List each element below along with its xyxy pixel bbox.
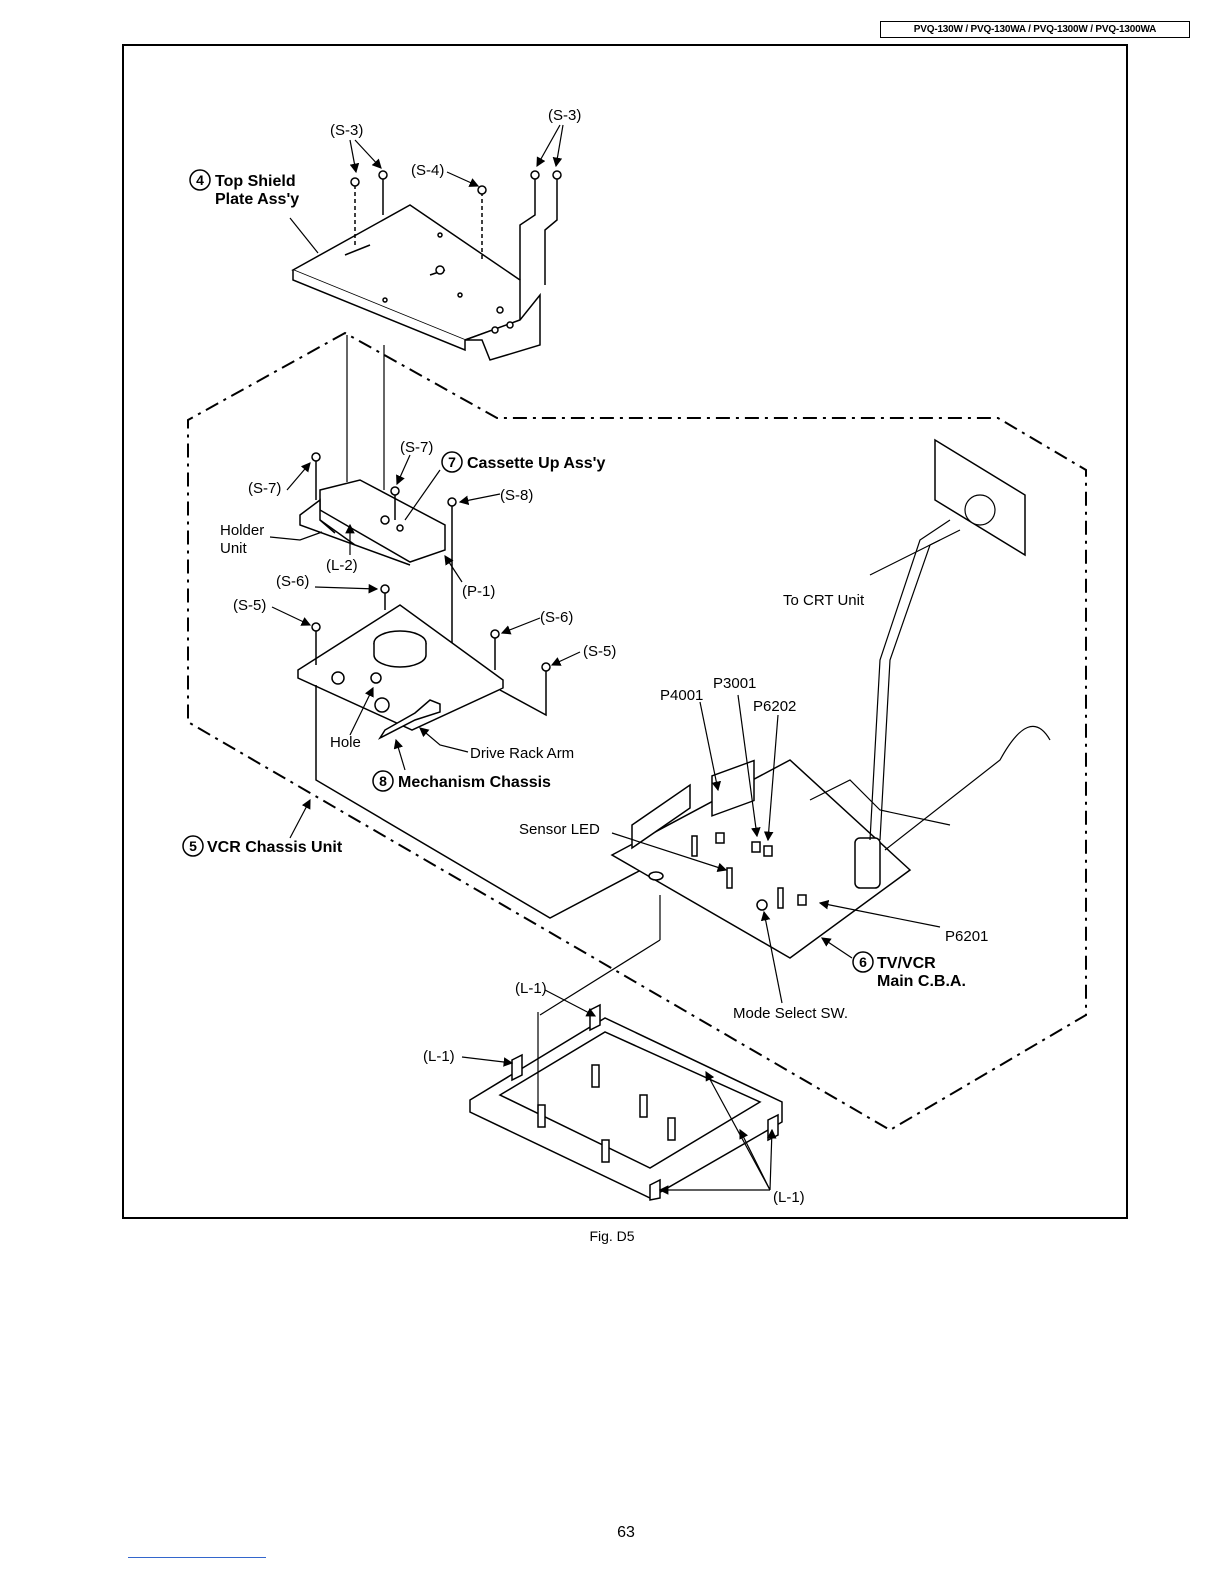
main-cba-board bbox=[610, 759, 912, 959]
label-mode-select-sw: Mode Select SW. bbox=[733, 1005, 848, 1022]
label-s4: (S-4) bbox=[411, 162, 444, 179]
label-s7-top: (S-7) bbox=[400, 439, 433, 456]
page-number: 63 bbox=[617, 1524, 635, 1541]
svg-text:Cassette Up Ass'y: Cassette Up Ass'y bbox=[467, 455, 605, 472]
label-l1-top: (L-1) bbox=[515, 980, 547, 997]
label-p1: (P-1) bbox=[462, 583, 495, 600]
svg-text:Top Shield: Top Shield bbox=[215, 173, 296, 190]
label-s6-left: (S-6) bbox=[276, 573, 309, 590]
svg-text:VCR Chassis Unit: VCR Chassis Unit bbox=[207, 839, 343, 856]
label-l1-bottom: (L-1) bbox=[773, 1189, 805, 1206]
svg-text:Main C.B.A.: Main C.B.A. bbox=[877, 973, 966, 990]
svg-text:5: 5 bbox=[189, 838, 197, 854]
svg-text:Mechanism Chassis: Mechanism Chassis bbox=[398, 774, 551, 791]
label-s6-right: (S-6) bbox=[540, 609, 573, 626]
footer-rule bbox=[128, 1557, 266, 1558]
label-p6202: P6202 bbox=[753, 698, 796, 715]
vcr-chassis-unit-boundary bbox=[187, 331, 1087, 1132]
label-sensor-led: Sensor LED bbox=[519, 821, 600, 838]
label-hole: Hole bbox=[330, 734, 361, 751]
screws-top bbox=[350, 170, 562, 285]
label-to-crt-unit: To CRT Unit bbox=[783, 592, 865, 609]
svg-text:TV/VCR: TV/VCR bbox=[877, 955, 936, 972]
label-s8: (S-8) bbox=[500, 487, 533, 504]
label-p3001: P3001 bbox=[713, 675, 756, 692]
label-p6201: P6201 bbox=[945, 928, 988, 945]
mechanism-chassis bbox=[297, 604, 504, 740]
callout-part-5: 5 VCR Chassis Unit bbox=[182, 835, 343, 857]
label-holder-unit-2: Unit bbox=[220, 540, 248, 557]
model-number-box: PVQ-130W / PVQ-130WA / PVQ-1300W / PVQ-1… bbox=[880, 21, 1190, 38]
label-s3-right: (S-3) bbox=[548, 107, 581, 124]
callout-part-8: 8 Mechanism Chassis bbox=[372, 770, 551, 792]
callout-part-7: 7 Cassette Up Ass'y bbox=[441, 451, 605, 473]
svg-text:6: 6 bbox=[859, 954, 867, 970]
label-l2: (L-2) bbox=[326, 557, 358, 574]
figure-frame bbox=[122, 44, 1128, 1219]
label-p4001: P4001 bbox=[660, 687, 703, 704]
cassette-up-assy bbox=[299, 479, 446, 566]
top-shield-plate bbox=[291, 204, 541, 361]
svg-text:8: 8 bbox=[379, 773, 387, 789]
callout-part-4: 4 Top Shield Plate Ass'y bbox=[189, 169, 299, 208]
label-s3-left: (S-3) bbox=[330, 122, 363, 139]
bottom-cabinet bbox=[469, 1003, 783, 1201]
svg-text:7: 7 bbox=[448, 454, 456, 470]
label-l1-left: (L-1) bbox=[423, 1048, 455, 1065]
label-holder-unit-1: Holder bbox=[220, 522, 264, 539]
label-s5-left: (S-5) bbox=[233, 597, 266, 614]
label-drive-rack-arm: Drive Rack Arm bbox=[470, 745, 574, 762]
callout-part-6: 6 TV/VCR Main C.B.A. bbox=[852, 951, 966, 990]
svg-text:Plate Ass'y: Plate Ass'y bbox=[215, 191, 299, 208]
figure-caption: Fig. D5 bbox=[589, 1228, 635, 1244]
svg-text:4: 4 bbox=[196, 172, 204, 188]
label-s7-left: (S-7) bbox=[248, 480, 281, 497]
label-s5-right: (S-5) bbox=[583, 643, 616, 660]
